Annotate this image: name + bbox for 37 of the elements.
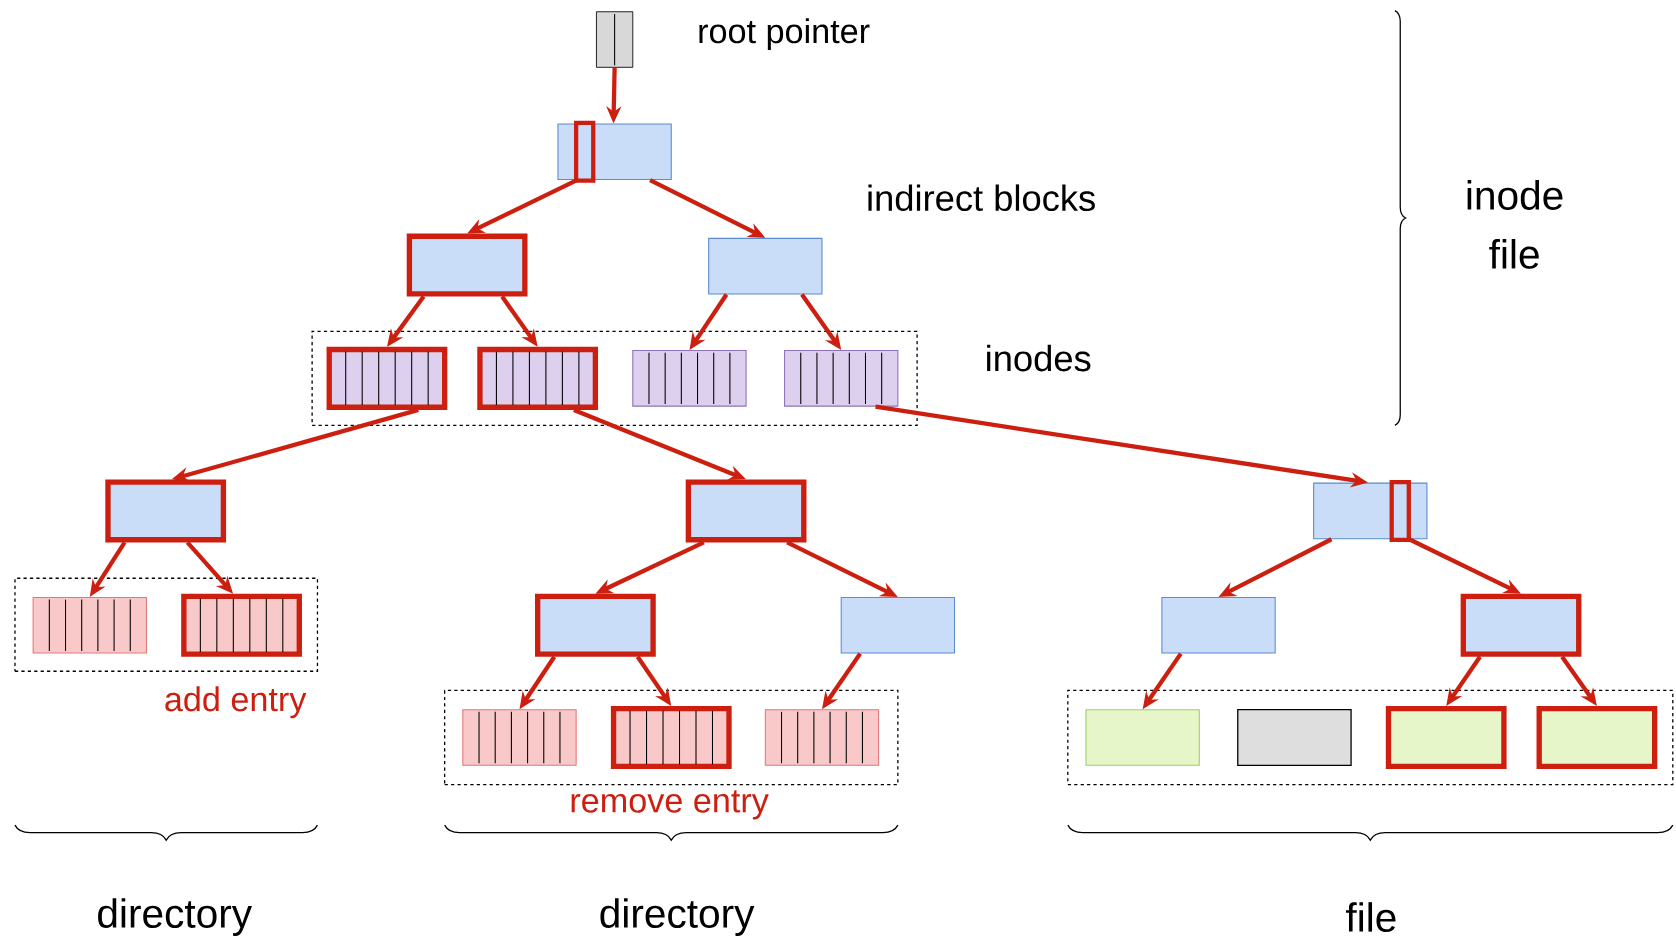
indirect-block [105,479,227,543]
dashed-group-box [1067,689,1674,786]
indirect-block [840,597,956,654]
directory-entry-block [181,593,302,657]
node-caption: root pointer [699,18,870,51]
data-block [1085,709,1200,766]
label: directory [98,898,252,937]
dashed-group-box [14,577,319,672]
annotation: add entry [165,686,307,719]
data-block [1385,706,1507,770]
indirect-block [708,237,823,295]
annotation: remove entry [571,790,769,820]
indirect-block [535,593,656,657]
dashed-group-box [311,330,918,427]
label: inodes [987,344,1091,372]
inode-block [784,350,899,407]
inode-block [326,346,448,411]
indirect-block [406,233,528,297]
data-block [1237,709,1352,767]
indirect-block [685,479,807,543]
indirect-block [1460,593,1582,657]
label: directory [600,898,755,937]
indirect-block [557,120,672,183]
directory-entry-block [764,709,880,766]
data-block [1536,706,1658,770]
directory-entry-block [610,706,732,770]
label: inode file [1467,180,1563,269]
label: indirect blocks [868,184,1095,212]
root-pointer-box [596,11,634,68]
indirect-block [1313,480,1428,543]
label: file [1346,902,1396,933]
inode-block [632,350,747,407]
inode-block [477,346,599,411]
dashed-group-box [444,689,899,786]
directory-entry-block [462,709,577,766]
directory-entry-block [32,597,147,654]
indirect-block [1161,597,1276,654]
